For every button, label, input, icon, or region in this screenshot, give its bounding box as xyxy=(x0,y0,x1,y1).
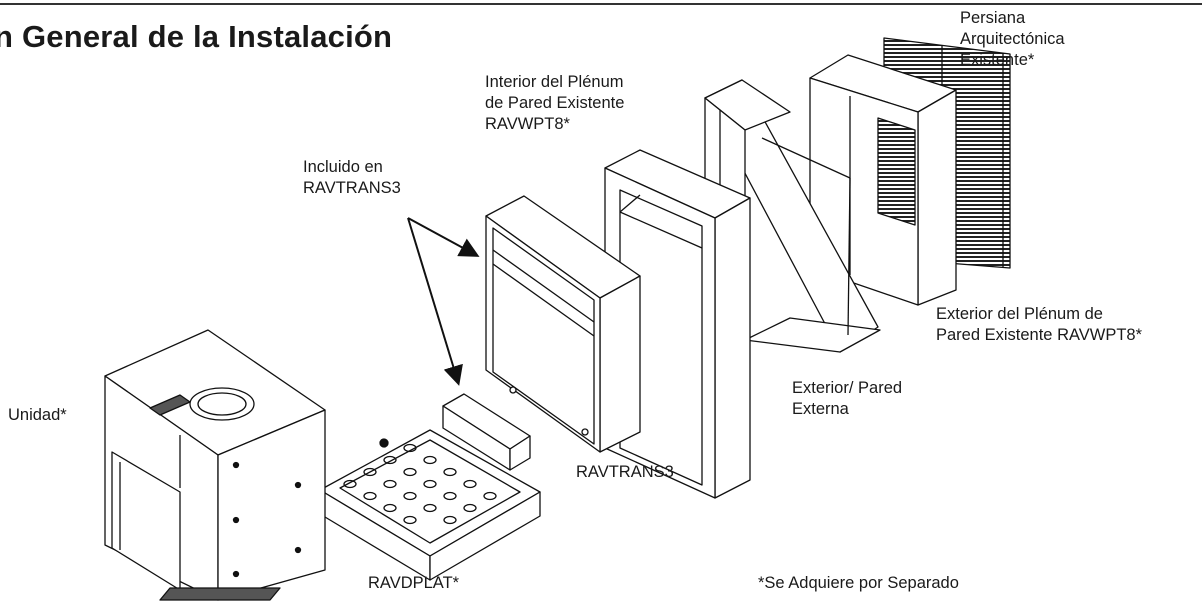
label-exterior-plenum: Exterior del Plénum de Pared Existente R… xyxy=(936,304,1142,346)
callout-arrows xyxy=(407,217,480,386)
label-ravtrans3: RAVTRANS3 xyxy=(576,463,674,481)
ravtrans3-frame xyxy=(485,195,641,453)
label-exterior-pared: Exterior/ Pared Externa xyxy=(792,378,902,420)
label-persiana-line-2: Arquitectónica xyxy=(960,30,1065,48)
label-incluido: Incluido en RAVTRANS3 xyxy=(303,157,401,199)
label-persiana-line-1: Persiana xyxy=(960,9,1026,27)
label-persiana-line-3: Existente* xyxy=(960,51,1035,69)
page-title: n General de la Instalación xyxy=(0,19,393,54)
label-incluido-line-2: RAVTRANS3 xyxy=(303,179,401,197)
mounting-bracket xyxy=(442,393,531,471)
arrow-to-bracket xyxy=(407,217,463,386)
label-persiana: Persiana Arquitectónica Existente* xyxy=(960,8,1065,71)
footnote: *Se Adquiere por Separado xyxy=(758,574,959,592)
label-exterior-pared-line-1: Exterior/ Pared xyxy=(792,379,903,397)
label-unidad: Unidad* xyxy=(8,406,67,424)
label-ravdplat: RAVDPLAT* xyxy=(368,574,460,592)
exterior-wall-plenum xyxy=(809,54,957,306)
arrow-to-frame xyxy=(407,217,480,257)
label-exterior-plenum-line-2: Pared Existente RAVWPT8* xyxy=(936,326,1143,344)
drain-tray xyxy=(319,429,541,581)
label-interior-plenum: Interior del Plénum de Pared Existente R… xyxy=(485,72,624,135)
indoor-unit xyxy=(104,329,326,601)
label-interior-plenum-line-1: Interior del Plénum xyxy=(485,73,624,91)
label-incluido-line-1: Incluido en xyxy=(303,158,383,176)
label-interior-plenum-line-2: de Pared Existente xyxy=(485,94,625,112)
top-rule xyxy=(0,3,1202,5)
label-exterior-pared-line-2: Externa xyxy=(792,400,849,418)
label-exterior-plenum-line-1: Exterior del Plénum de xyxy=(936,305,1103,323)
tray-holes xyxy=(343,443,497,525)
label-interior-plenum-line-3: RAVWPT8* xyxy=(485,115,570,133)
